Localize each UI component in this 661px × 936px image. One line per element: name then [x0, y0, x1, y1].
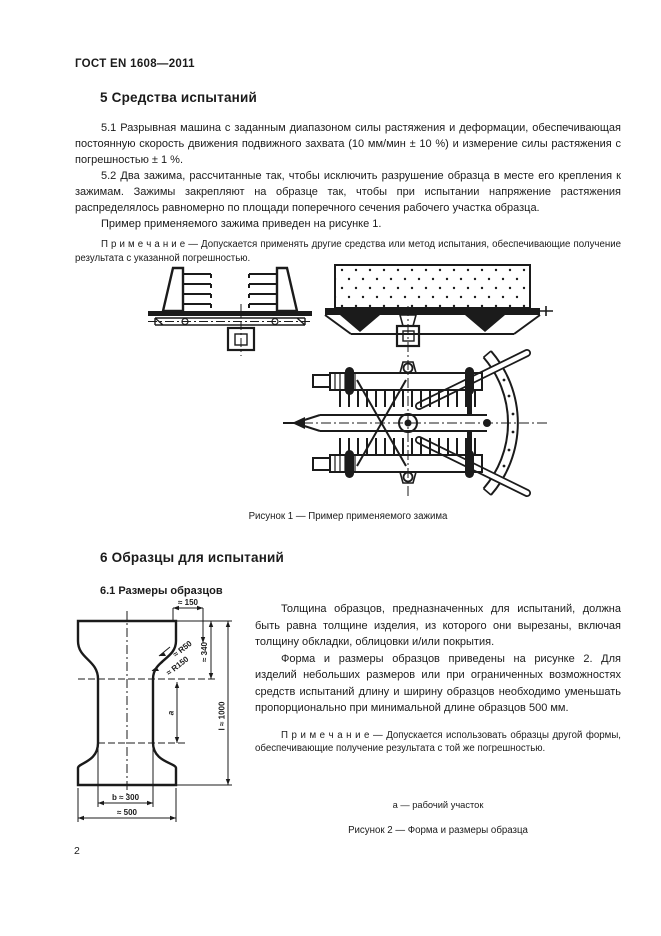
page-number: 2: [74, 845, 80, 857]
dim-working-section: a: [167, 710, 176, 715]
clamp-side-view-left: [148, 266, 312, 356]
section6-text: Толщина образцов, предназначенных для ис…: [255, 601, 621, 756]
dim-total-length: l ≈ 1000: [218, 701, 227, 730]
figure2-caption: Рисунок 2 — Форма и размеры образца: [348, 825, 528, 836]
figure2-legend: a — рабочий участок: [392, 800, 484, 810]
paragraph-5-2: 5.2 Два зажима, рассчитанные так, чтобы …: [75, 170, 621, 214]
section5-note: П р и м е ч а н и е — Допускается примен…: [75, 239, 621, 264]
section6-note: П р и м е ч а н и е — Допускается исполь…: [255, 729, 621, 755]
figure1-caption: Рисунок 1 — Пример применяемого зажима: [248, 511, 448, 522]
clamp-side-view-right: [324, 264, 553, 348]
paragraph-thickness: Толщина образцов, предназначенных для ис…: [255, 603, 621, 648]
figure2-specimen-drawing: ≈ 150 ≈ 340 ≈ R50 ≈ R150 a l ≈ 1000 b ≈ …: [76, 598, 232, 822]
section5-heading: 5 Средства испытаний: [100, 90, 258, 105]
dim-waist-width: b ≈ 300: [112, 793, 140, 802]
dim-overall-width: ≈ 500: [117, 808, 138, 817]
dim-upper-height: ≈ 340: [200, 641, 209, 662]
section6-subheading: 6.1 Размеры образцов: [100, 585, 223, 597]
paragraph-5-1: 5.1 Разрывная машина с заданным диапазон…: [75, 122, 621, 166]
figure1-clamp-drawing: [148, 264, 553, 497]
section5-text: 5.1 Разрывная машина с заданным диапазон…: [75, 120, 621, 265]
clamp-plan-view: [283, 306, 550, 497]
paragraph-example: Пример применяемого зажима приведен на р…: [101, 218, 382, 230]
document-header: ГОСТ EN 1608—2011: [75, 58, 195, 70]
dim-top-width: ≈ 150: [178, 598, 199, 607]
paragraph-shape: Форма и размеры образцов приведены на ри…: [255, 652, 621, 715]
section6-heading: 6 Образцы для испытаний: [100, 550, 285, 565]
